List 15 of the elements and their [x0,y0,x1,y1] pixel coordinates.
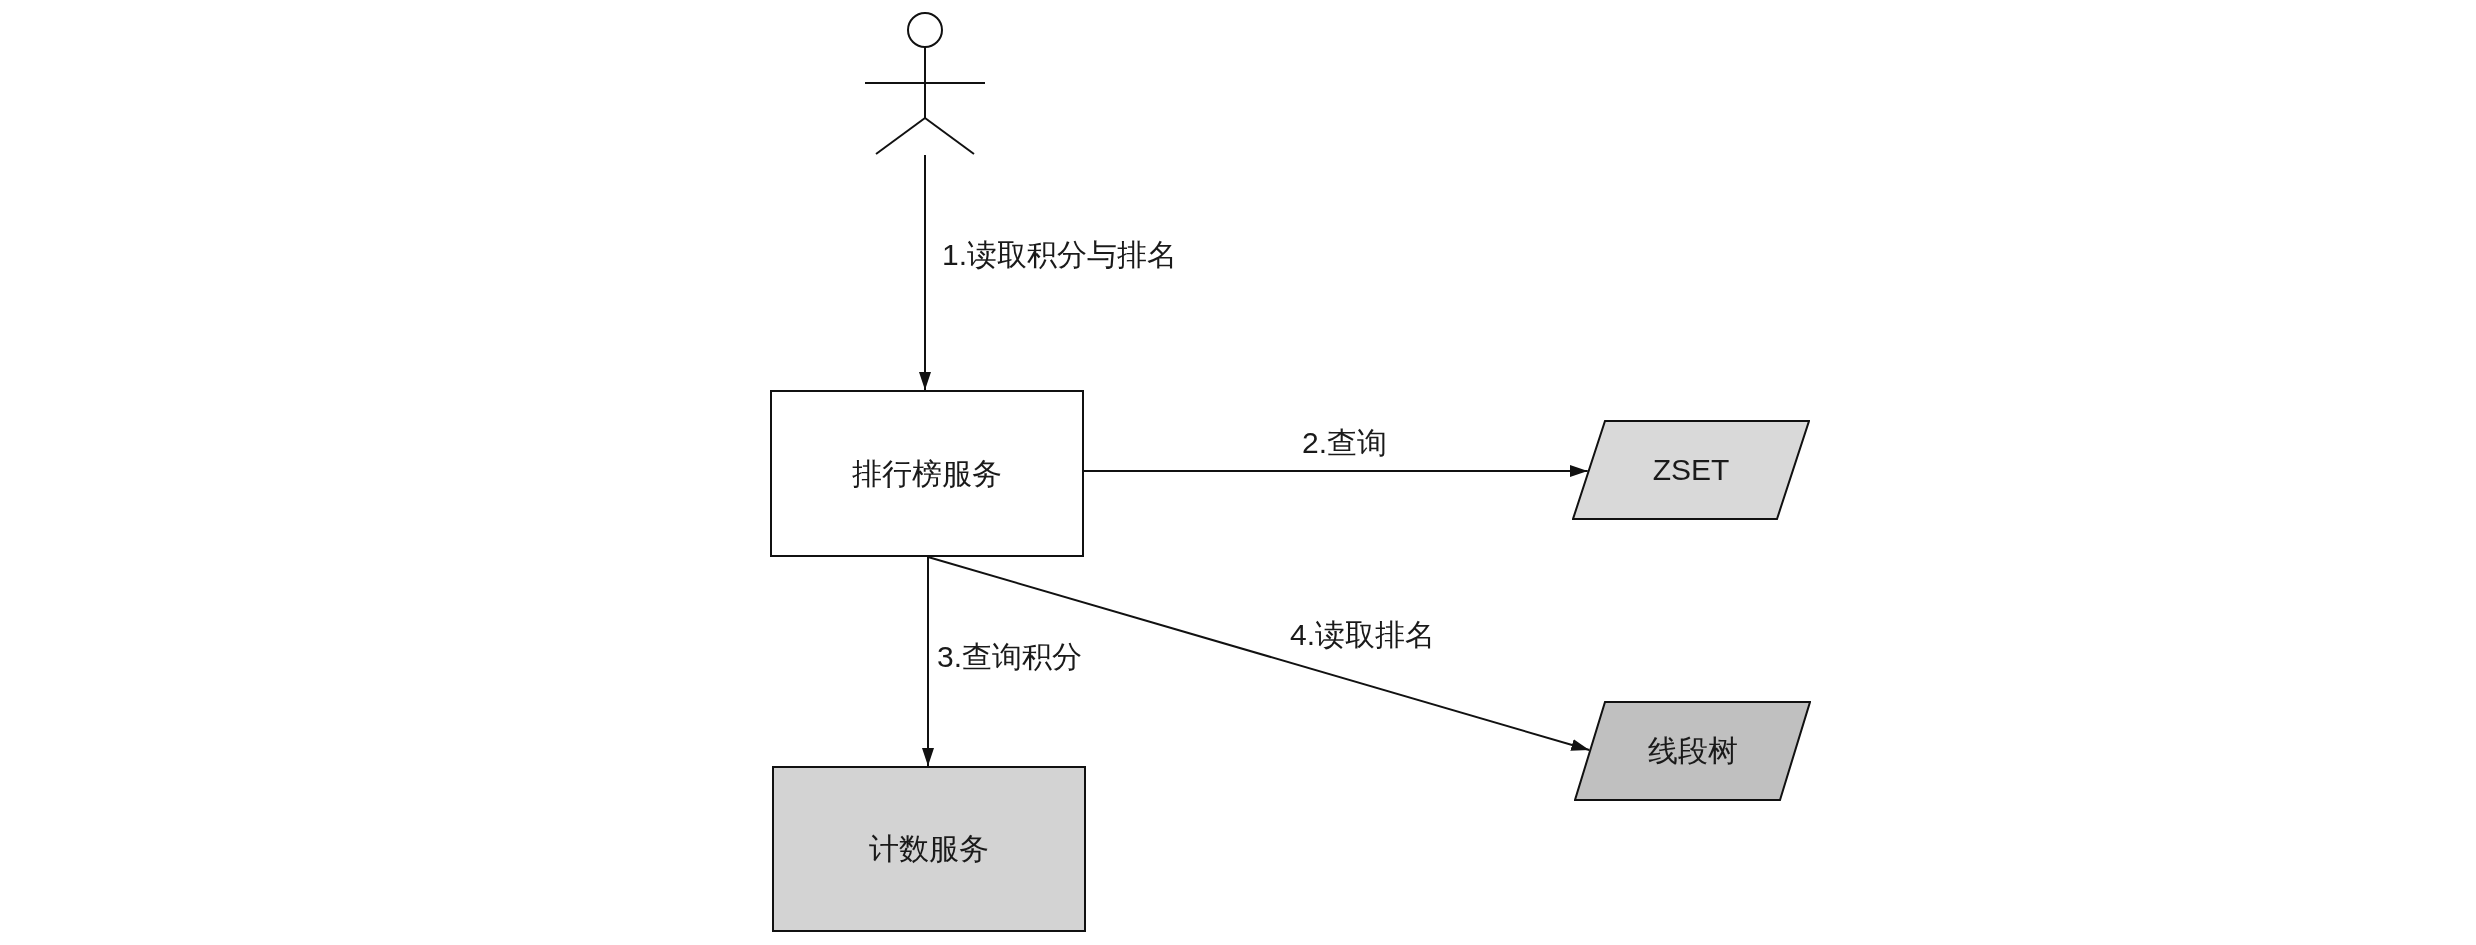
arrow [919,154,931,391]
arrow [922,556,934,767]
process-box [772,766,1086,932]
person-icon [864,9,986,155]
data-parallelogram [1574,701,1811,801]
data-parallelogram [1572,420,1810,520]
node-label: 线段树 [1647,733,1738,770]
edge-label: 3.查询积分 [937,642,1083,672]
edge-label: 2.查询 [1302,428,1388,458]
node-label: 排行榜服务 [852,455,1002,492]
arrow [1083,465,1589,477]
node-label: ZSET [1652,452,1730,489]
node-label: 计数服务 [869,831,989,868]
arrow [927,556,1591,751]
process-box [770,390,1084,557]
